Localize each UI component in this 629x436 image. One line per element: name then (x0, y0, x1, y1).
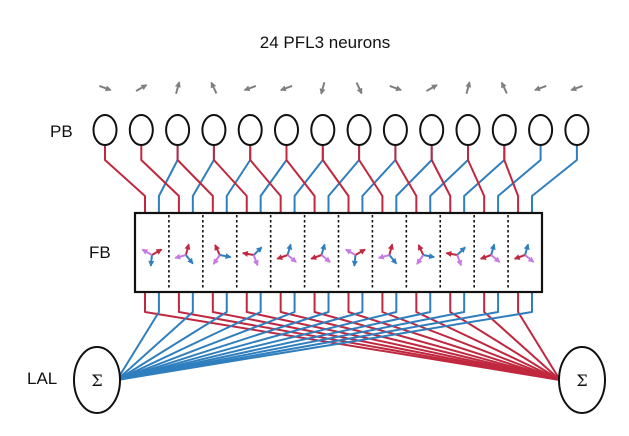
pb-glomerulus (201, 114, 227, 146)
pb-glomerulus (564, 114, 590, 146)
protocerebral-bridge (92, 114, 590, 146)
blue-vector-arrow (523, 243, 530, 256)
red-vector-arrow (445, 251, 458, 257)
lal-right-sum-node (558, 346, 606, 414)
neuron-wire-10 (285, 145, 561, 381)
purple-vector-arrow (456, 254, 463, 267)
neuron-wire-18 (430, 145, 561, 381)
pb-glomerulus (346, 114, 372, 146)
arrow-up-icon (465, 81, 472, 95)
red-vector-arrow (276, 254, 288, 260)
arrow-right-down-icon (389, 85, 402, 92)
blue-vector-arrow (219, 253, 232, 260)
arrow-right-up-icon (135, 84, 148, 92)
arrow-up-icon (174, 81, 181, 95)
purple-vector-arrow (416, 254, 425, 265)
purple-vector-arrow (490, 254, 501, 263)
neuron-wire-23 (116, 145, 578, 381)
lal-label: LAL (27, 369, 57, 388)
purple-vector-arrow (252, 254, 259, 267)
pb-glomerulus (274, 114, 299, 146)
blue-vector-arrow (456, 246, 466, 256)
pb-glomerulus (455, 114, 481, 146)
purple-vector-arrow (141, 248, 153, 256)
lal-left-sum-node (73, 346, 121, 414)
blue-vector-arrow (253, 246, 263, 256)
fb-label: FB (89, 243, 111, 262)
pb-heading-arrows (99, 81, 583, 95)
neuron-wire-12 (321, 145, 561, 381)
purple-vector-arrow (212, 254, 221, 265)
neuron-wires (104, 145, 578, 381)
blue-vector-arrow (320, 243, 327, 256)
neuron-wire-8 (249, 145, 561, 381)
fb-column-dividers (168, 215, 509, 290)
neuron-wire-21 (116, 145, 542, 381)
red-vector-arrow (310, 254, 322, 260)
red-vector-arrow (354, 248, 366, 256)
arrow-left-down-icon (279, 85, 293, 92)
red-vector-arrow (184, 243, 191, 256)
pb-glomerulus (382, 114, 408, 146)
pb-glomerulus (92, 114, 118, 146)
pb-glomerulus (165, 114, 191, 146)
right-sum-symbol: Σ (576, 371, 587, 390)
arrow-up-left-icon (500, 81, 508, 94)
neuron-wire-6 (212, 145, 561, 381)
purple-vector-arrow (320, 254, 331, 263)
neuron-wire-3 (116, 145, 215, 381)
neuron-wire-20 (467, 145, 561, 381)
blue-vector-arrow (148, 254, 155, 267)
red-vector-arrow (388, 243, 394, 256)
arrow-right-up-icon (426, 84, 438, 92)
blue-vector-arrow (388, 254, 398, 265)
red-vector-arrow (417, 244, 425, 256)
neuron-wire-5 (116, 145, 252, 381)
arrow-left-down-icon (570, 85, 583, 92)
pb-glomerulus (419, 114, 445, 146)
pb-glomerulus (310, 114, 336, 146)
purple-vector-arrow (286, 254, 297, 263)
blue-vector-arrow (286, 243, 293, 256)
diagram-title: 24 PFL3 neurons (260, 33, 390, 52)
red-vector-arrow (241, 251, 254, 257)
pb-glomerulus (528, 114, 554, 146)
red-vector-arrow (479, 254, 492, 260)
neuron-wire-14 (358, 145, 561, 381)
blue-vector-arrow (423, 253, 436, 260)
fan-shaped-body-box (133, 211, 544, 294)
arrow-up-left-icon (210, 81, 218, 94)
neuron-wire-16 (394, 145, 561, 381)
red-vector-arrow (214, 244, 221, 256)
fb-vector-arrows (141, 243, 535, 267)
purple-vector-arrow (345, 248, 356, 256)
neuron-wire-4 (176, 145, 561, 381)
arrow-down-right-icon (355, 82, 363, 95)
purple-vector-arrow (524, 254, 535, 263)
red-vector-arrow (513, 254, 526, 260)
neuron-wire-22 (503, 145, 561, 381)
pb-glomerulus (237, 114, 263, 146)
purple-vector-arrow (377, 253, 390, 260)
arrow-left-down-icon (534, 85, 547, 92)
neuron-wire-2 (140, 145, 561, 381)
red-vector-arrow (151, 248, 163, 256)
blue-vector-arrow (489, 243, 496, 256)
left-sum-symbol: Σ (91, 371, 102, 390)
arrow-left-down-icon (243, 85, 257, 92)
purple-vector-arrow (174, 253, 187, 260)
pb-glomerulus (491, 114, 517, 146)
neuron-wire-0 (104, 145, 561, 381)
pb-glomerulus (128, 114, 154, 146)
pb-label: PB (50, 122, 73, 141)
arrow-down-icon (319, 81, 326, 95)
blue-vector-arrow (185, 254, 194, 265)
blue-vector-arrow (351, 254, 358, 267)
arrow-right-down-icon (99, 85, 112, 92)
